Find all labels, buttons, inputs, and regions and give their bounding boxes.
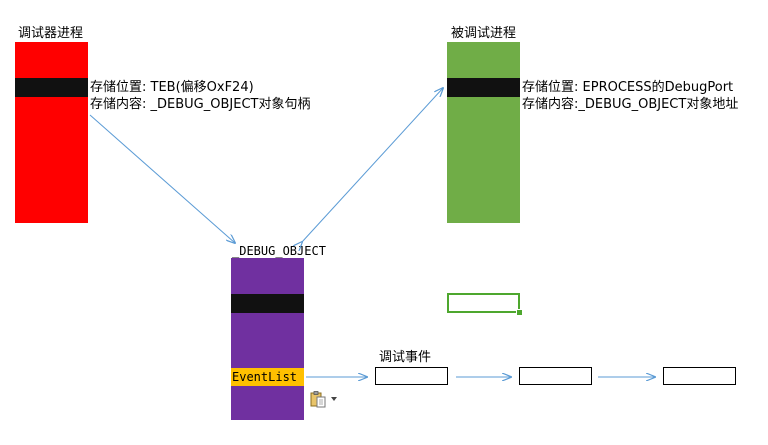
debuggee-process-block: [447, 42, 520, 223]
arrow-debuggee-debug-object-bidirectional: [302, 88, 443, 242]
debugger-storage-content: 存储内容: _DEBUG_OBJECT对象句柄: [90, 97, 311, 112]
debug-event-box: [663, 367, 736, 385]
fill-handle[interactable]: [516, 309, 523, 316]
debugger-storage-location: 存储位置: TEB(偏移OxF24): [90, 80, 254, 95]
event-list-cell: EventList: [231, 368, 304, 386]
debuggee-storage-content: 存储内容:_DEBUG_OBJECT对象地址: [522, 97, 739, 112]
debug-object-slot: [231, 294, 304, 313]
debug-event-box: [375, 367, 448, 385]
debuggee-storage-location: 存储位置: EPROCESS的DebugPort: [522, 80, 734, 95]
debugger-teb-slot: [15, 78, 88, 97]
arrow-debugger-to-debug-object: [89, 114, 235, 243]
debuggee-title: 被调试进程: [451, 26, 517, 41]
debug-event-box: [519, 367, 592, 385]
clipboard-paste-icon[interactable]: [309, 390, 327, 408]
debugger-process-block: [15, 42, 88, 223]
debuggee-debugport-slot: [447, 78, 520, 97]
selected-cell[interactable]: [447, 293, 520, 313]
debug-events-title: 调试事件: [379, 350, 432, 365]
clipboard-paste-icon-svg: [310, 391, 326, 408]
dropdown-triangle-icon[interactable]: [331, 397, 337, 401]
debug-object-block: [231, 258, 304, 420]
debugger-title: 调试器进程: [18, 26, 84, 41]
